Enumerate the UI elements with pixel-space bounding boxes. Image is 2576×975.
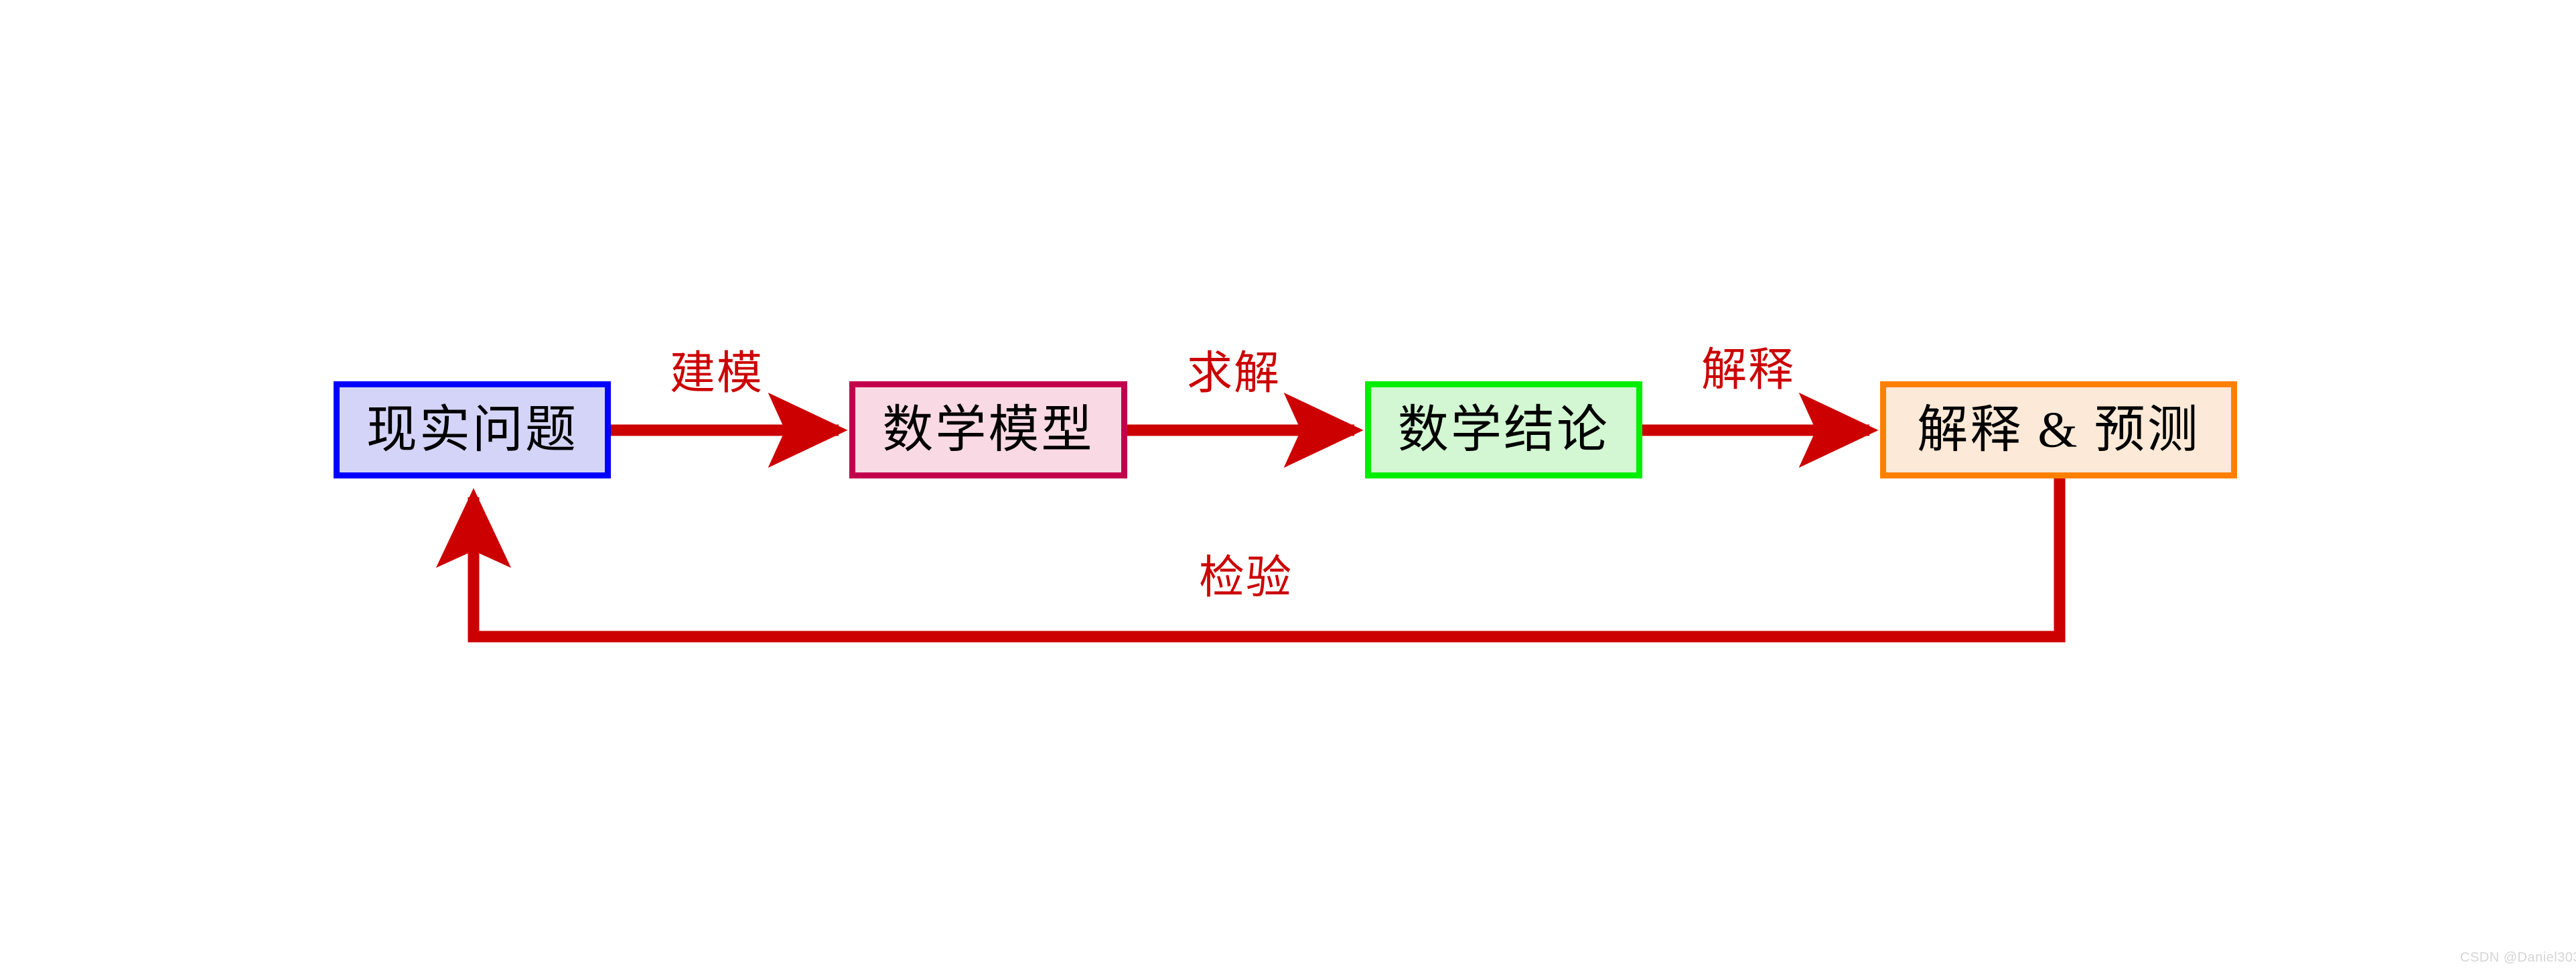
node-explain-predict[interactable]: 解释 & 预测 — [1880, 381, 2237, 478]
node-label-explain-predict: 解释 & 预测 — [1917, 401, 2200, 458]
watermark-csdn: CSDN @Daniel3030 — [2460, 950, 2576, 965]
node-math-conclusion[interactable]: 数学结论 — [1365, 381, 1642, 478]
edge-label-modeling: 建模 — [670, 348, 764, 399]
node-label-real-problem: 现实问题 — [366, 401, 579, 458]
node-math-model[interactable]: 数学模型 — [849, 381, 1127, 478]
node-label-math-model: 数学模型 — [882, 401, 1094, 458]
node-label-math-conclusion: 数学结论 — [1397, 401, 1610, 458]
edge-label-solving: 求解 — [1187, 348, 1281, 399]
edge-label-interpreting: 解释 — [1701, 344, 1796, 395]
edge-label-verifying: 检验 — [1199, 552, 1293, 603]
node-real-problem[interactable]: 现实问题 — [334, 381, 611, 478]
